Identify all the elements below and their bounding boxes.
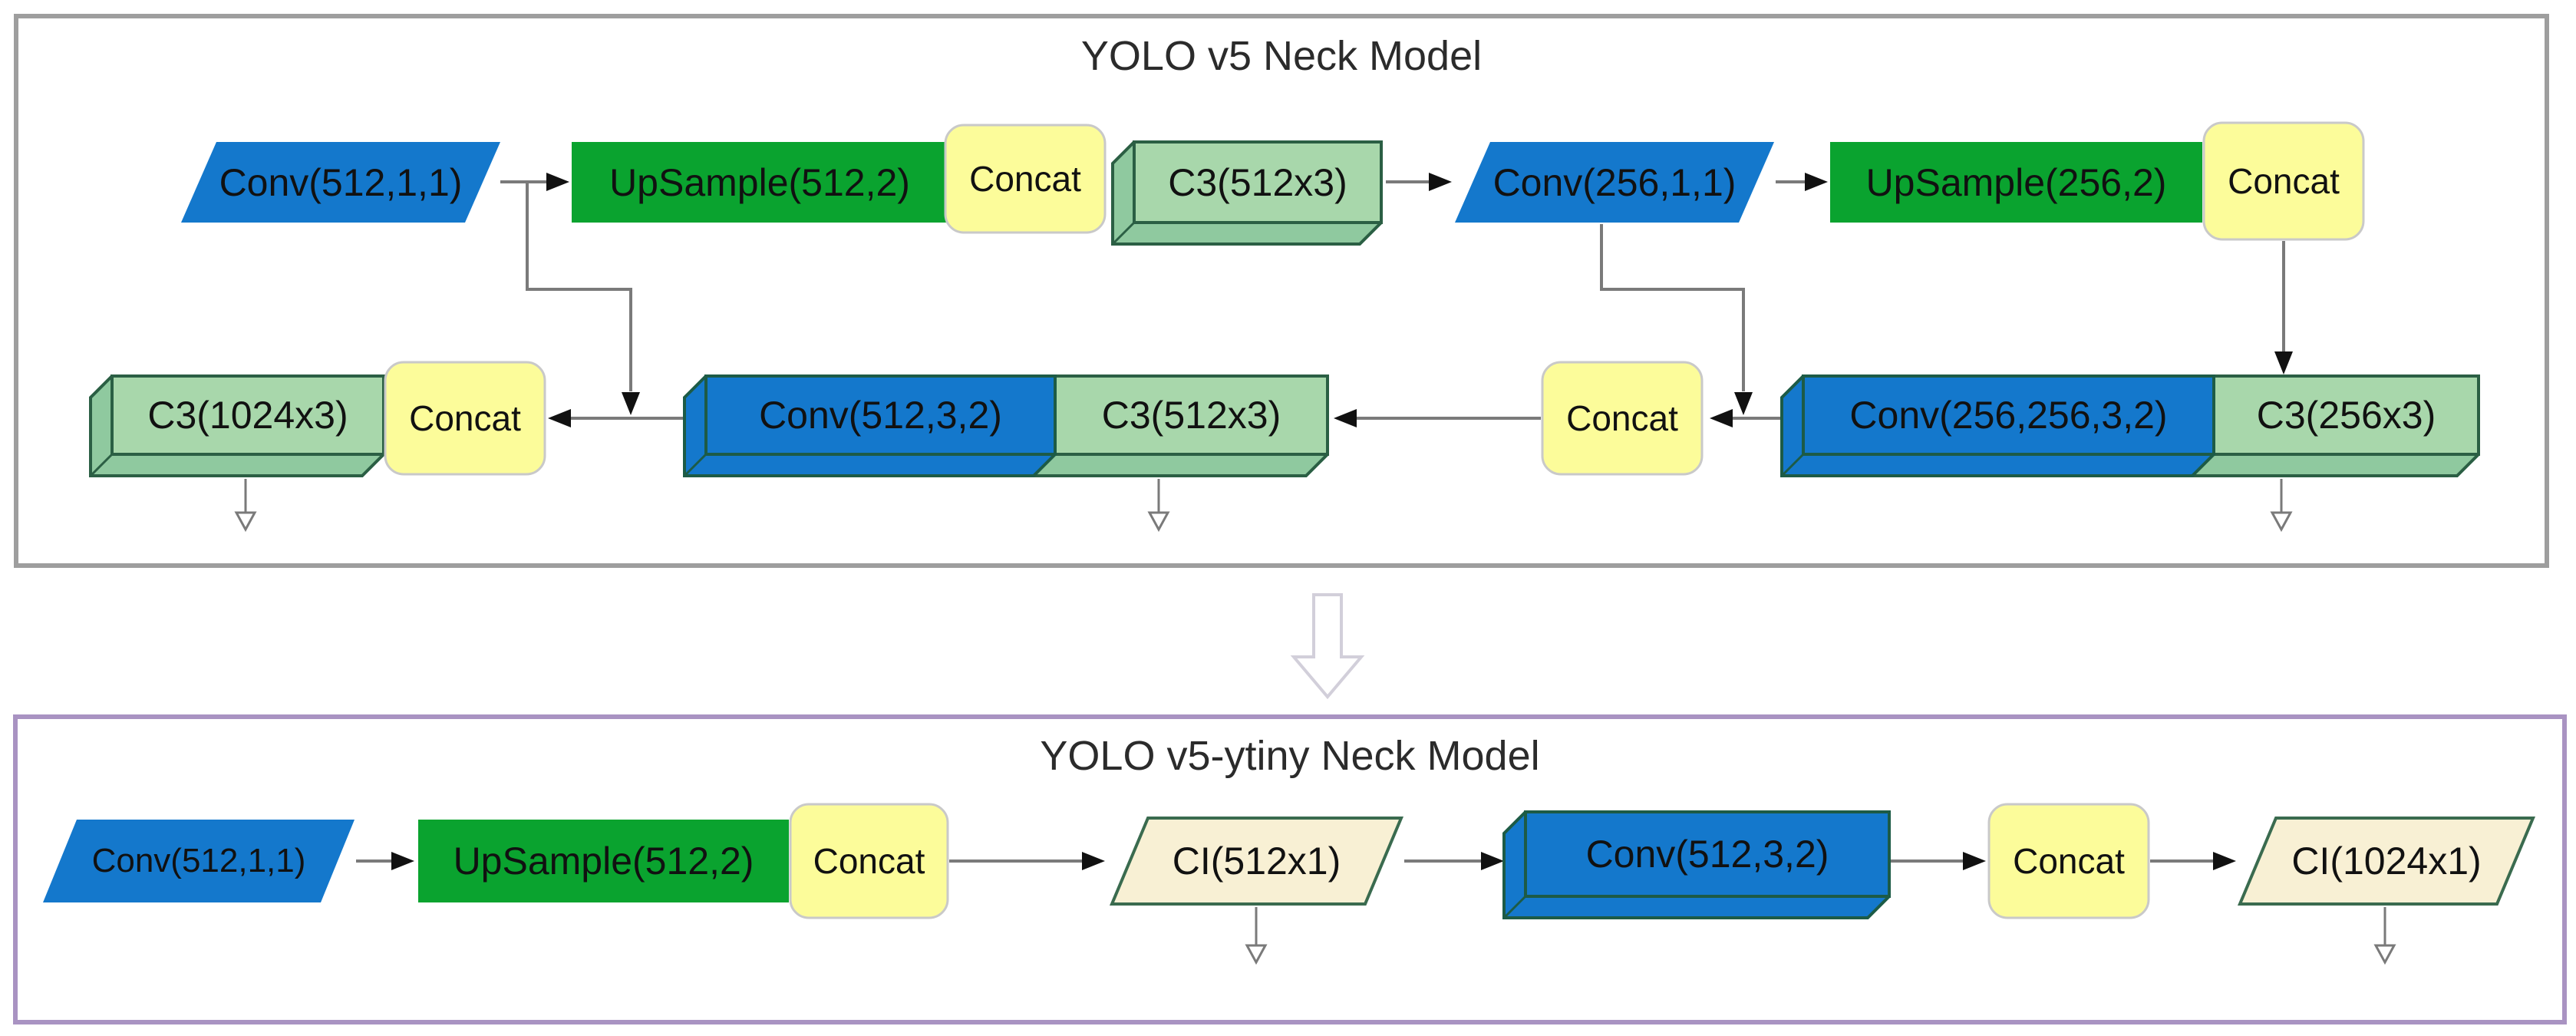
concat1-shape (944, 124, 1107, 234)
ci-1024x1-shape (2237, 817, 2536, 906)
yolov5-ytiny-neck-panel (13, 714, 2567, 1024)
c3-512x3-top-crease (1111, 221, 1136, 246)
arrowhead-down (622, 392, 640, 415)
ytiny-concat1-shape (789, 803, 949, 919)
node-concat-3: Concat (409, 398, 521, 438)
arrowhead-right (1481, 852, 1504, 870)
ytiny-node-upsample-512-2: UpSample(512,2) (453, 840, 754, 883)
arrowhead-right (1805, 173, 1828, 191)
ytiny-node-ci-512x1: CI(512x1) (1172, 840, 1341, 883)
ytiny-conv-512-3-2-crease (1502, 895, 1527, 919)
node-c3-512x3: C3(512x3) (1168, 160, 1347, 204)
arrowhead-right (2213, 852, 2236, 870)
ci-512x1-shape (1109, 817, 1404, 906)
bottom-panel-title: YOLO v5-ytiny Neck Model (1040, 733, 1540, 779)
arrowhead-right (1082, 852, 1105, 870)
conv-512-1-1-shape (181, 142, 500, 223)
conv-256-256-3-2-face (1802, 374, 2215, 456)
arrowhead-left (1334, 409, 1357, 427)
arrowhead-down (2274, 351, 2293, 374)
node-conv-256-1-1: Conv(256,1,1) (1492, 160, 1737, 204)
output-arrowhead-open (2373, 944, 2396, 965)
c3-1024x3-crease (89, 453, 114, 477)
node-conv-256-256-3-2: Conv(256,256,3,2) (1849, 394, 2168, 437)
arrowhead-right (546, 173, 569, 191)
node-concat-2: Concat (2228, 161, 2340, 201)
c3-512x3-top-face (1133, 140, 1383, 224)
upsample-256-2-shape (1830, 142, 2202, 223)
ytiny-node-conv-512-1-1: Conv(512,1,1) (91, 842, 306, 879)
ytiny-node-conv-512-3-2: Conv(512,3,2) (1585, 833, 1829, 876)
conv-256-256-3-2-crease (1780, 453, 1805, 477)
output-arrowhead-open (1245, 944, 1268, 965)
arrowhead-down (1734, 392, 1753, 415)
ytiny-upsample-512-2-shape (418, 820, 789, 902)
c3-1024x3-face (110, 374, 385, 456)
conv-512-3-2-crease (683, 453, 707, 477)
branch-conv2-to-concat4 (1600, 224, 1745, 391)
node-conv-512-3-2: Conv(512,3,2) (759, 394, 1002, 437)
node-c3-512x3-row2: C3(512x3) (1101, 394, 1281, 437)
ytiny-node-concat-1: Concat (813, 841, 925, 881)
arrowhead-left (1710, 409, 1733, 427)
node-conv-512-1-1: Conv(512,1,1) (219, 160, 463, 204)
arrowhead-right (1429, 173, 1452, 191)
concat2-shape (2202, 121, 2365, 241)
arrowhead-right (391, 852, 414, 870)
ytiny-concat2-shape (1987, 803, 2150, 919)
node-concat-4: Concat (1566, 398, 1678, 438)
node-upsample-256-2: UpSample(256,2) (1865, 160, 2167, 204)
arrowhead-right (1963, 852, 1986, 870)
arrowhead-left (548, 409, 571, 427)
node-concat-1: Concat (969, 159, 1081, 199)
output-arrowhead-open (2270, 511, 2293, 533)
transition-arrow (1290, 593, 1365, 700)
node-upsample-512-2: UpSample(512,2) (609, 160, 910, 204)
concat3-shape (384, 361, 546, 476)
conv-512-3-2-face (704, 374, 1057, 456)
node-c3-1024x3: C3(1024x3) (147, 394, 348, 437)
c3-256x3-face (2212, 374, 2480, 456)
output-arrowhead-open (1147, 511, 1170, 533)
c3-512x3-row2-face (1054, 374, 1329, 456)
output-arrowhead-open (234, 511, 257, 533)
branch-conv1-to-concat3 (526, 183, 632, 391)
yolov5-neck-panel (14, 14, 2549, 568)
upsample-512-2-shape (572, 142, 948, 223)
concat4-shape (1541, 361, 1704, 476)
ytiny-conv-512-1-1-shape (43, 820, 355, 902)
ytiny-node-ci-1024x1: CI(1024x1) (2291, 840, 2482, 883)
conv-256-1-1-shape (1455, 142, 1774, 223)
node-c3-256x3: C3(256x3) (2256, 394, 2436, 437)
ytiny-node-concat-2: Concat (2013, 841, 2125, 881)
ytiny-conv-512-3-2-face (1524, 810, 1891, 898)
top-panel-title: YOLO v5 Neck Model (1080, 33, 1483, 79)
